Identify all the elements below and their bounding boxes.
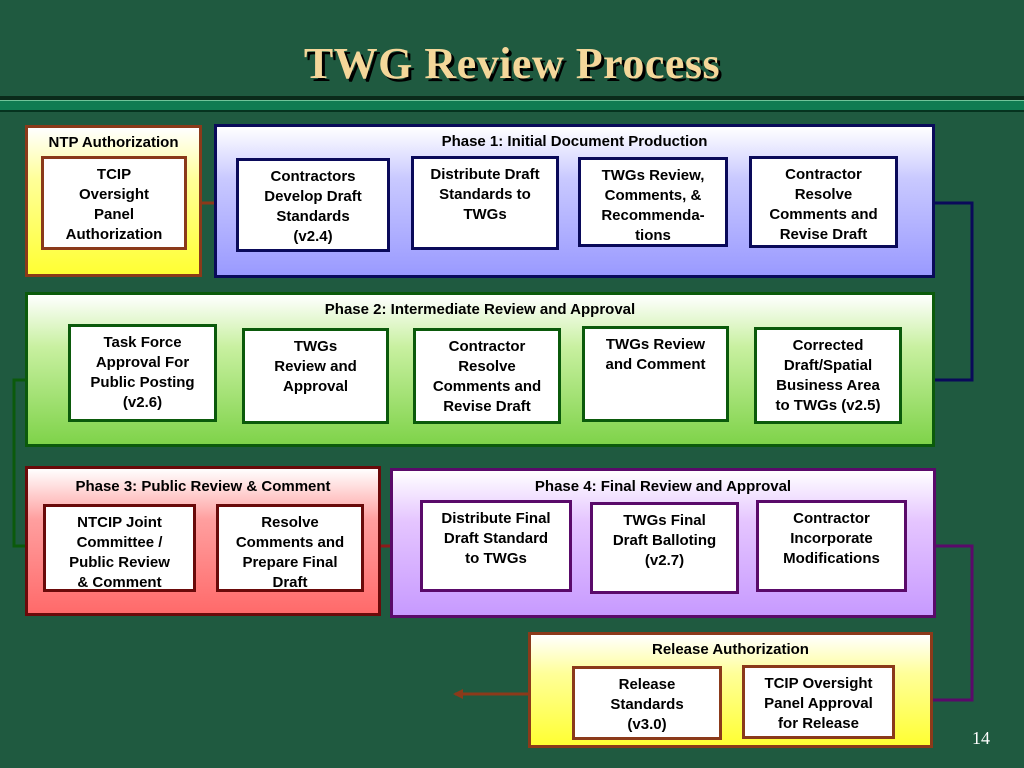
slide-title: TWG Review Process <box>303 39 721 88</box>
box-contractor-resolve-revise-p2: Contractor Resolve Comments and Revise D… <box>413 328 561 424</box>
release-panel-title: Release Authorization <box>652 641 809 658</box>
ntp-panel-title: NTP Authorization <box>48 134 179 151</box>
box-distribute-final-draft: Distribute Final Draft Standard to TWGs <box>420 500 572 592</box>
box-release-standards: Release Standards (v3.0) <box>572 666 722 740</box>
box-tcip-oversight-authorization: TCIP Oversight Panel Authorization <box>41 156 187 250</box>
arrow-phase4-to-release <box>893 544 974 705</box>
box-twgs-review-approval: TWGs Review and Approval <box>242 328 389 424</box>
title-rule-shadow <box>0 96 1024 100</box>
page-number: 14 <box>972 728 990 748</box>
phase4-title: Phase 4: Final Review and Approval <box>534 478 792 495</box>
box-contractors-develop-draft: Contractors Develop Draft Standards (v2.… <box>236 158 390 252</box>
box-tcip-panel-approval: TCIP Oversight Panel Approval for Releas… <box>742 665 895 739</box>
box-twgs-final-balloting: TWGs Final Draft Balloting (v2.7) <box>590 502 739 594</box>
box-contractor-incorporate: Contractor Incorporate Modifications <box>756 500 907 592</box>
phase3-title: Phase 3: Public Review & Comment <box>75 478 331 495</box>
box-task-force-approval: Task Force Approval For Public Posting (… <box>68 324 217 422</box>
phase1-title: Phase 1: Initial Document Production <box>441 133 708 150</box>
box-twgs-review-comment: TWGs Review and Comment <box>582 326 729 422</box>
title-rule <box>0 100 1024 112</box>
box-resolve-prepare-final: Resolve Comments and Prepare Final Draft <box>216 504 364 592</box>
box-contractor-resolve-revise-p1: Contractor Resolve Comments and Revise D… <box>749 156 898 248</box>
box-corrected-draft: Corrected Draft/Spatial Business Area to… <box>754 327 902 424</box>
box-twgs-review-comments: TWGs Review, Comments, & Recommenda- tio… <box>578 157 728 247</box>
phase2-title: Phase 2: Intermediate Review and Approva… <box>324 301 636 318</box>
box-ntcip-joint-committee: NTCIP Joint Committee / Public Review & … <box>43 504 196 592</box>
box-distribute-draft-standards: Distribute Draft Standards to TWGs <box>411 156 559 250</box>
